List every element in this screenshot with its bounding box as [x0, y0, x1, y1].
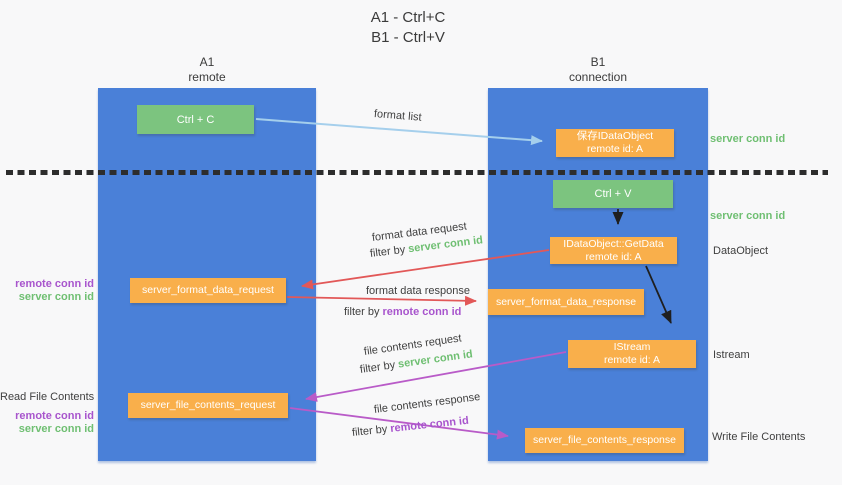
server-format-data-response-node: server_format_data_response [488, 289, 644, 315]
title-line-paste: B1 - Ctrl+V [371, 29, 445, 46]
diagram-title: A1 - Ctrl+C B1 - Ctrl+V [0, 8, 816, 48]
istream-node: IStream remote id: A [568, 340, 696, 368]
server-conn-id-label-mid: server conn id [710, 210, 786, 222]
istream-remote-id: remote id: A [603, 354, 661, 366]
server-conn-id-label-bottom-left: server conn id [18, 423, 94, 435]
lane-name-b1: B1 [590, 55, 606, 69]
istream-title: IStream [613, 341, 651, 353]
filter-by-text: filter by [359, 358, 399, 376]
getdata-remote-id: remote id: A [585, 250, 642, 263]
lane-header-a1: A1 remote [98, 55, 316, 85]
filter-by-remote-conn-id-label-2: filter by remote conn id [351, 415, 469, 439]
server-conn-id-label-top: server conn id [710, 133, 786, 145]
lane-role-connection: connection [568, 70, 628, 84]
server-file-contents-response-node: server_file_contents_response [525, 428, 684, 453]
remote-conn-id-label-mid: remote conn id [15, 278, 94, 290]
ctrl-c-label: Ctrl + C [176, 113, 215, 126]
remote-conn-id-text: remote conn id [389, 414, 470, 435]
ctrl-c-node: Ctrl + C [137, 105, 254, 134]
filter-by-text: filter by [369, 243, 409, 260]
ctrl-v-node: Ctrl + V [553, 180, 673, 208]
lane-header-b1: B1 connection [488, 55, 708, 85]
server-file-contents-request-label: server_file_contents_request [140, 399, 276, 411]
dataobject-label: DataObject [713, 245, 769, 257]
filter-by-remote-conn-id-label-1: filter by remote conn id [344, 306, 461, 318]
filter-by-text: filter by [351, 423, 391, 439]
save-idataobject-remote-id: remote id: A [586, 143, 644, 155]
file-contents-response-arrow-label: file contents response [373, 391, 481, 416]
server-format-data-request-node: server_format_data_request [130, 278, 286, 303]
lane-name-a1: A1 [199, 55, 215, 69]
format-data-response-arrow-label: format data response [366, 285, 470, 297]
write-file-contents-label: Write File Contents [712, 431, 806, 443]
server-file-contents-request-node: server_file_contents_request [128, 393, 288, 418]
istream-side-label: Istream [713, 349, 750, 361]
server-conn-id-label-mid-left: server conn id [18, 291, 94, 303]
session-divider-dotted-line [6, 170, 828, 175]
server-format-data-response-label: server_format_data_response [495, 295, 637, 308]
server-format-data-request-label: server_format_data_request [142, 284, 274, 296]
read-file-contents-label: Read File Contents [0, 391, 95, 403]
title-line-copy: A1 - Ctrl+C [370, 9, 446, 26]
format-list-arrow-label: format list [373, 108, 423, 124]
filter-by-text: filter by [344, 306, 383, 318]
remote-conn-id-label-bottom: remote conn id [15, 410, 94, 422]
idataobject-getdata-node: IDataObject::GetData remote id: A [550, 237, 677, 264]
remote-conn-id-text: remote conn id [382, 306, 462, 318]
lane-role-remote: remote [188, 70, 226, 84]
ctrl-v-label: Ctrl + V [594, 188, 632, 200]
bottom-left-conn-id-stack: remote conn id server conn id [0, 410, 94, 436]
save-idataobject-node: 保存IDataObject remote id: A [556, 129, 674, 157]
getdata-title: IDataObject::GetData [563, 237, 664, 250]
mid-left-conn-id-stack: remote conn id server conn id [0, 278, 94, 304]
save-idataobject-title: 保存IDataObject [576, 130, 654, 142]
server-file-contents-response-label: server_file_contents_response [532, 434, 676, 446]
